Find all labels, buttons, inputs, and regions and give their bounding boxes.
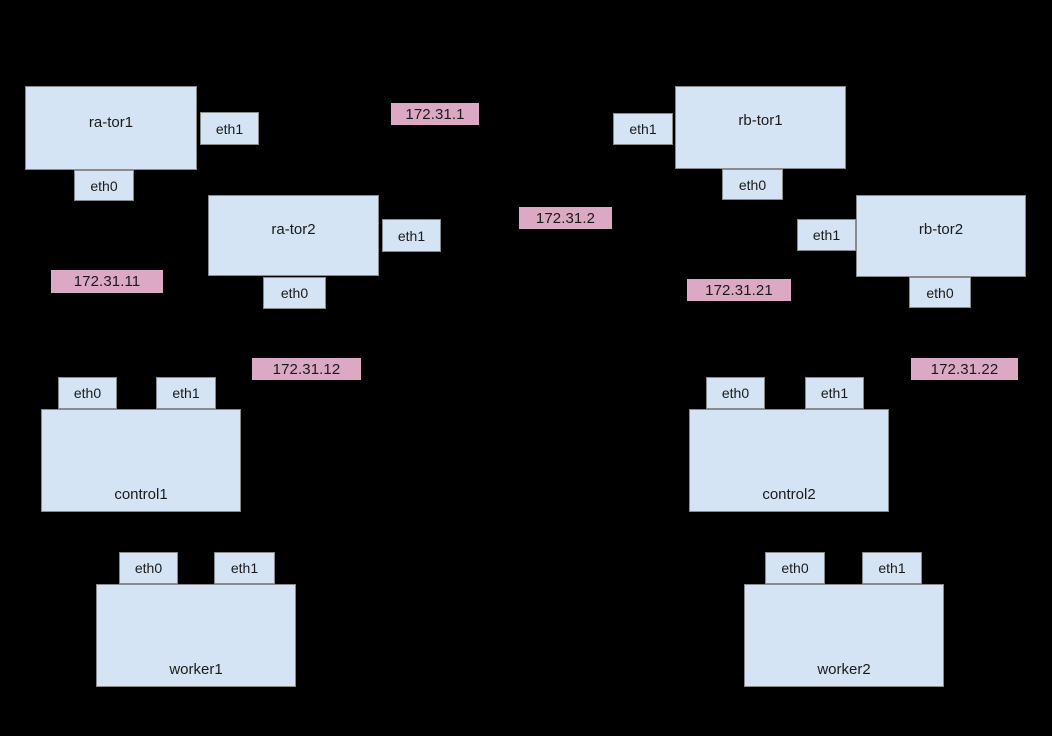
interface-worker1-eth1[interactable]: eth1 — [214, 552, 275, 584]
net-label: 172.31.21 — [687, 279, 791, 301]
net-label: 172.31.12 — [252, 358, 361, 380]
node-worker2[interactable]: worker2 — [744, 584, 944, 687]
node-label: ra-tor1 — [88, 114, 134, 131]
net-label: 172.31.11 — [51, 270, 163, 293]
node-label: control1 — [114, 486, 168, 503]
net-label: 172.31.22 — [911, 358, 1018, 380]
interface-worker1-eth0[interactable]: eth0 — [119, 552, 178, 584]
node-label: rb-tor1 — [738, 112, 783, 129]
interface-control1-eth0[interactable]: eth0 — [58, 377, 117, 409]
interface-ra-tor2-eth1[interactable]: eth1 — [382, 219, 441, 252]
node-rb-tor1[interactable]: rb-tor1 — [675, 86, 846, 169]
interface-control2-eth1[interactable]: eth1 — [805, 377, 864, 409]
interface-control2-eth0[interactable]: eth0 — [706, 377, 765, 409]
node-ra-tor2[interactable]: ra-tor2 — [208, 195, 379, 276]
interface-rb-tor1-eth1[interactable]: eth1 — [613, 113, 673, 145]
interface-ra-tor2-eth0[interactable]: eth0 — [263, 277, 326, 309]
interface-ra-tor1-eth0[interactable]: eth0 — [74, 170, 134, 201]
interface-rb-tor1-eth0[interactable]: eth0 — [722, 169, 783, 200]
interface-rb-tor2-eth0[interactable]: eth0 — [909, 277, 971, 308]
interface-rb-tor2-eth1[interactable]: eth1 — [797, 219, 856, 251]
node-label: worker2 — [817, 661, 871, 678]
node-ra-tor1[interactable]: ra-tor1 — [25, 86, 197, 170]
node-label: ra-tor2 — [271, 221, 316, 238]
node-control1[interactable]: control1 — [41, 409, 241, 512]
interface-control1-eth1[interactable]: eth1 — [156, 377, 216, 409]
interface-worker2-eth1[interactable]: eth1 — [862, 552, 922, 584]
node-label: control2 — [762, 486, 816, 503]
node-control2[interactable]: control2 — [689, 409, 889, 512]
interface-ra-tor1-eth1[interactable]: eth1 — [200, 112, 259, 145]
net-label: 172.31.1 — [391, 103, 479, 125]
node-label: worker1 — [169, 661, 223, 678]
node-rb-tor2[interactable]: rb-tor2 — [856, 195, 1026, 277]
node-label: rb-tor2 — [918, 221, 964, 238]
node-worker1[interactable]: worker1 — [96, 584, 296, 687]
interface-worker2-eth0[interactable]: eth0 — [765, 552, 825, 584]
net-label: 172.31.2 — [519, 207, 612, 229]
